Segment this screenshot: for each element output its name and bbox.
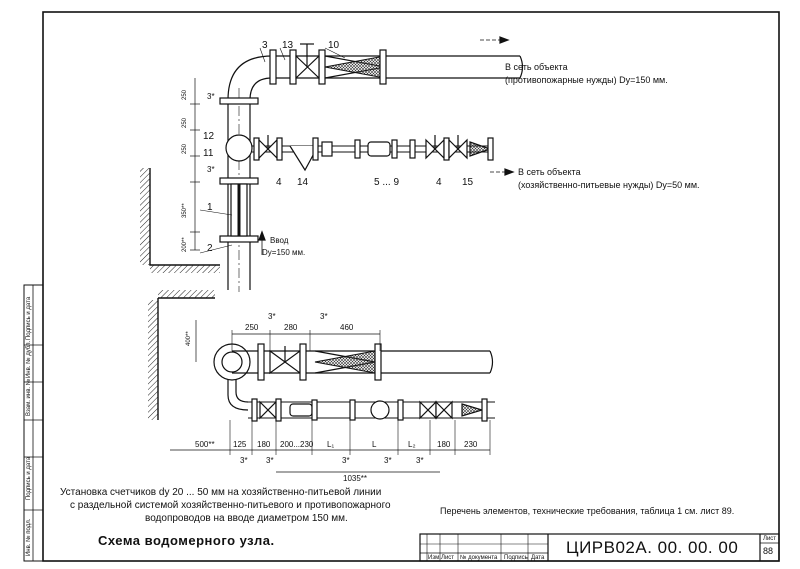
dim-L1: L₁: [327, 440, 335, 449]
table-header-document: № документа: [460, 555, 498, 561]
document-code: ЦИРВ02А. 00. 00. 00: [566, 538, 739, 557]
bottom-scheme: [148, 290, 495, 473]
stamp-replace-inv: Взам. инв. №: [26, 378, 32, 416]
sheet-frame: [42, 11, 780, 562]
callout-2: 2: [207, 243, 213, 254]
stamp-original-inv: Инв. № подл.: [26, 518, 32, 556]
callout-11: 11: [203, 148, 214, 159]
dim-280: 280: [284, 323, 298, 332]
side-stamp-frame: [23, 284, 44, 562]
callout-5-9: 5 ... 9: [374, 177, 400, 188]
dim-250-b: 250: [182, 117, 188, 128]
dim-350: 350**: [182, 203, 188, 218]
dim-L2: L₂: [408, 440, 416, 449]
callout-13: 13: [282, 40, 294, 51]
dim-400: 400**: [186, 331, 192, 346]
sheet-number: 88: [763, 546, 774, 556]
angle-mark-b2: 3*: [266, 456, 274, 465]
dim-1035: 1035**: [343, 474, 368, 483]
dim-250-c: 250: [182, 143, 188, 154]
caption-line-3: водопроводов на вводе диаметром 150 мм.: [145, 513, 348, 524]
input-diameter: Dy=150 мм.: [262, 248, 306, 257]
title-block: [419, 533, 780, 562]
stamp-signature-date-1: Подпись и дата: [26, 296, 32, 340]
outlet-household-detail: (хозяйственно-питьевые нужды) Dy=50 мм.: [518, 180, 700, 190]
angle-mark-b5: 3*: [416, 456, 424, 465]
scheme-title: Схема водомерного узла.: [98, 533, 275, 548]
angle-mark-b1: 3*: [240, 456, 248, 465]
callout-3: 3: [262, 40, 268, 51]
angle-mark-2: 3*: [207, 165, 215, 174]
dim-L: L: [372, 440, 377, 449]
dim-180-a: 180: [257, 440, 271, 449]
table-header-signature: Подпись: [504, 555, 528, 561]
angle-mark-1: 3*: [207, 92, 215, 101]
dim-200: 200**: [182, 237, 188, 252]
input-label: Ввод: [270, 236, 289, 245]
callout-10: 10: [328, 40, 340, 51]
caption-line-2: с раздельной системой хозяйственно-питье…: [70, 500, 391, 511]
dim-125: 125: [233, 440, 247, 449]
dim-460: 460: [340, 323, 354, 332]
callout-1: 1: [207, 202, 213, 213]
table-header-sheet: Лист: [441, 555, 455, 561]
outlet-fire-detail: (противопожарные нужды) Dy=150 мм.: [505, 75, 668, 85]
stamp-duplicate-inv: Инв. № дубл.: [26, 340, 32, 378]
dim-180-b: 180: [437, 440, 451, 449]
angle-mark-top-b: 3*: [320, 312, 328, 321]
dim-500: 500**: [195, 440, 215, 449]
outlet-fire-title: В сеть объекта: [505, 62, 568, 72]
callout-15: 15: [462, 177, 474, 188]
callout-12: 12: [203, 131, 215, 142]
callout-14: 14: [297, 177, 309, 188]
angle-mark-b4: 3*: [384, 456, 392, 465]
reference-note: Перечень элементов, технические требован…: [440, 506, 735, 516]
outlet-household-title: В сеть объекта: [518, 167, 581, 177]
angle-mark-b3: 3*: [342, 456, 350, 465]
top-scheme: [140, 36, 524, 292]
table-header-change: Изм.: [428, 555, 441, 561]
dim-250-a: 250: [182, 89, 188, 100]
table-header-date: Дата: [531, 555, 545, 561]
dim-200-230: 200...230: [280, 440, 314, 449]
dim-230: 230: [464, 440, 478, 449]
callout-4b: 4: [436, 177, 442, 188]
caption-line-1: Установка счетчиков dy 20 ... 50 мм на х…: [60, 487, 382, 498]
angle-mark-top-a: 3*: [268, 312, 276, 321]
sheet-label: Лист: [763, 536, 777, 542]
dim-250-bottom: 250: [245, 323, 259, 332]
callout-4a: 4: [276, 177, 282, 188]
stamp-signature-date-2: Подпись и дата: [26, 456, 32, 500]
